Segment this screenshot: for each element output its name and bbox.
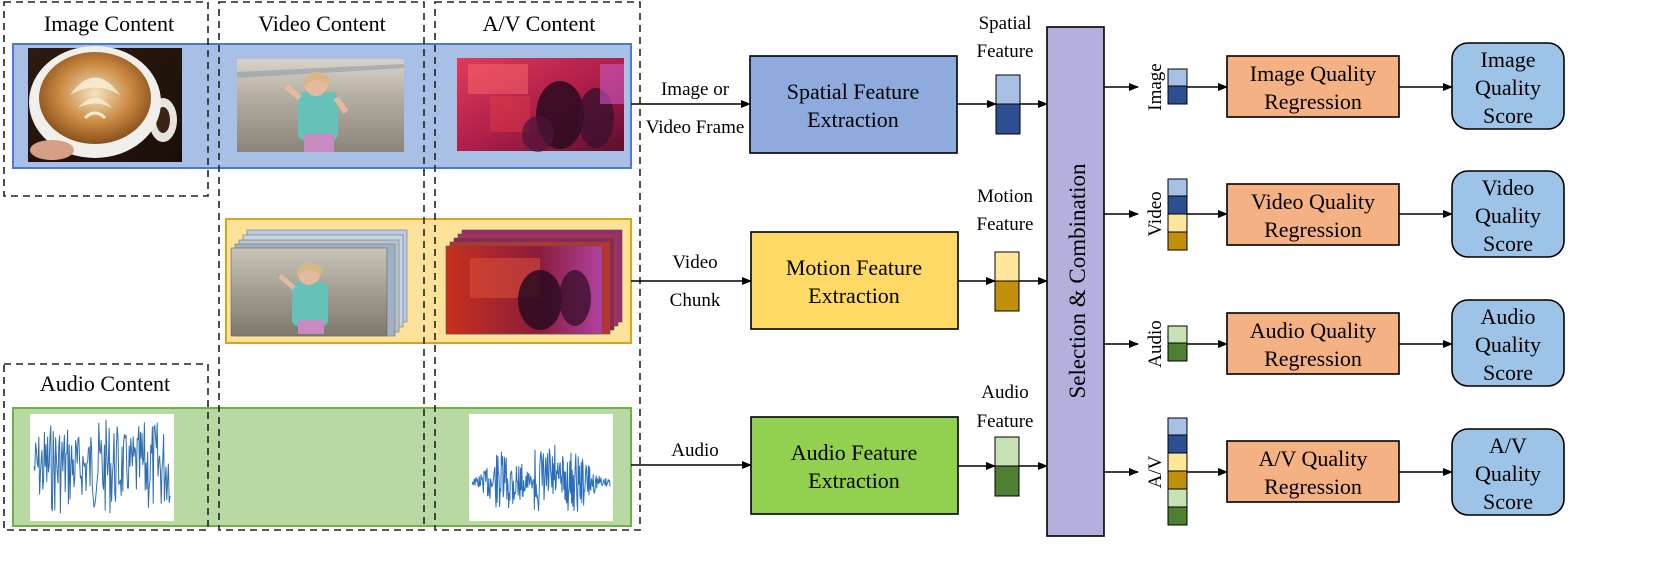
av-branch-vector-4 <box>1167 470 1188 490</box>
av-quality-regression-box: A/V Quality Regression <box>1226 440 1400 503</box>
beach-video-chunk-thumbnail <box>230 229 408 337</box>
video-branch-label: Video <box>1145 191 1166 236</box>
image-or-label: Image or <box>661 79 730 100</box>
video-score-line3: Score <box>1483 231 1533 256</box>
image-branch-label: Image <box>1145 63 1166 110</box>
motion-feature-label-1: Motion <box>977 186 1033 207</box>
video-branch-vector-4 <box>1167 231 1188 251</box>
selection-combination-block: Selection & Combination <box>1046 26 1105 537</box>
audio-regression-line1: Audio Quality <box>1250 318 1377 343</box>
chunk-label: Chunk <box>670 290 721 311</box>
audio-feature-extraction-box: Audio Feature Extraction <box>750 416 959 515</box>
audio-branch-label: Audio <box>1145 320 1166 368</box>
audio-score-line2: Quality <box>1475 332 1541 357</box>
motion-feature-extraction-box: Motion Feature Extraction <box>750 231 959 330</box>
av-branch-vector-3 <box>1167 452 1188 472</box>
coffee-image-thumbnail <box>28 46 182 162</box>
image-branch-vector-bottom <box>1167 85 1188 105</box>
image-regression-line1: Image Quality <box>1250 61 1376 86</box>
av-score-line2: Quality <box>1475 461 1541 486</box>
av-regression-line2: Regression <box>1264 474 1362 499</box>
beach-video-thumbnail <box>237 59 404 152</box>
spatial-extraction-line1: Spatial Feature <box>787 79 920 104</box>
image-score-line2: Quality <box>1475 75 1541 100</box>
av-content-label: A/V Content <box>483 11 596 36</box>
motion-feature-label-2: Feature <box>977 214 1034 235</box>
image-quality-score-box: Image Quality Score <box>1451 42 1565 130</box>
spatial-feature-label-2: Feature <box>977 41 1034 62</box>
audio-score-line1: Audio <box>1481 304 1536 329</box>
image-quality-regression-box: Image Quality Regression <box>1226 55 1400 118</box>
av-score-line3: Score <box>1483 489 1533 514</box>
av-branch-vector-5 <box>1167 488 1188 508</box>
spatial-extraction-line2: Extraction <box>807 107 899 132</box>
av-branch-vector-1 <box>1167 417 1188 436</box>
audio-branch-vector-top <box>1167 325 1188 344</box>
image-branch-vector-top <box>1167 68 1188 87</box>
audio-content-group <box>3 363 209 531</box>
audio-quality-regression-box: Audio Quality Regression <box>1226 312 1400 375</box>
av-audio-waveform-thumbnail <box>469 414 613 521</box>
audio-quality-score-box: Audio Quality Score <box>1451 299 1565 387</box>
video-branch-vector-1 <box>1167 178 1188 197</box>
audio-extraction-line1: Audio Feature <box>791 440 917 465</box>
image-score-line3: Score <box>1483 103 1533 128</box>
audio-branch-vector-bottom <box>1167 342 1188 362</box>
spatial-vector-top <box>995 74 1021 105</box>
motion-extraction-line1: Motion Feature <box>786 255 922 280</box>
audio-vector-top <box>994 436 1020 467</box>
av-quality-score-box: A/V Quality Score <box>1451 428 1565 516</box>
video-regression-line2: Regression <box>1264 217 1362 242</box>
audio-content-label: Audio Content <box>40 371 170 396</box>
video-content-label: Video Content <box>258 11 386 36</box>
image-regression-line2: Regression <box>1264 89 1362 114</box>
video-branch-vector-3 <box>1167 213 1188 233</box>
selection-combination-label: Selection & Combination <box>1065 163 1090 399</box>
audio-waveform-thumbnail <box>30 414 174 521</box>
spatial-vector-bottom <box>995 103 1021 135</box>
spatial-feature-extraction-box: Spatial Feature Extraction <box>749 55 958 154</box>
audio-extraction-line2: Extraction <box>808 468 900 493</box>
audio-input-label: Audio <box>671 440 719 461</box>
image-score-line1: Image <box>1481 47 1536 72</box>
audio-feature-label-2: Feature <box>977 411 1034 432</box>
motion-extraction-line2: Extraction <box>808 283 900 308</box>
av-branch-label: A/V <box>1145 455 1166 488</box>
av-regression-line1: A/V Quality <box>1259 446 1368 471</box>
audio-score-line3: Score <box>1483 360 1533 385</box>
video-content-group <box>218 1 425 531</box>
image-content-group <box>3 1 209 197</box>
av-branch-vector-6 <box>1167 506 1188 526</box>
av-score-line1: A/V <box>1489 433 1527 458</box>
video-quality-score-box: Video Quality Score <box>1451 170 1565 258</box>
video-score-line2: Quality <box>1475 203 1541 228</box>
video-regression-line1: Video Quality <box>1251 189 1375 214</box>
av-branch-vector-2 <box>1167 434 1188 454</box>
audio-vector-bottom <box>994 465 1020 497</box>
audio-regression-line2: Regression <box>1264 346 1362 371</box>
spatial-feature-label-1: Spatial <box>979 13 1032 34</box>
av-content-group <box>434 1 641 531</box>
motion-vector-bottom <box>994 280 1020 312</box>
motion-vector-top <box>994 251 1020 282</box>
audio-feature-label-1: Audio <box>981 382 1029 403</box>
video-branch-vector-2 <box>1167 195 1188 215</box>
party-video-chunk-thumbnail <box>445 229 623 335</box>
video-label: Video <box>672 252 717 273</box>
party-av-thumbnail <box>457 58 624 152</box>
video-score-line1: Video <box>1482 175 1534 200</box>
video-frame-label: Video Frame <box>646 117 745 138</box>
image-content-label: Image Content <box>44 11 174 36</box>
video-quality-regression-box: Video Quality Regression <box>1226 183 1400 246</box>
